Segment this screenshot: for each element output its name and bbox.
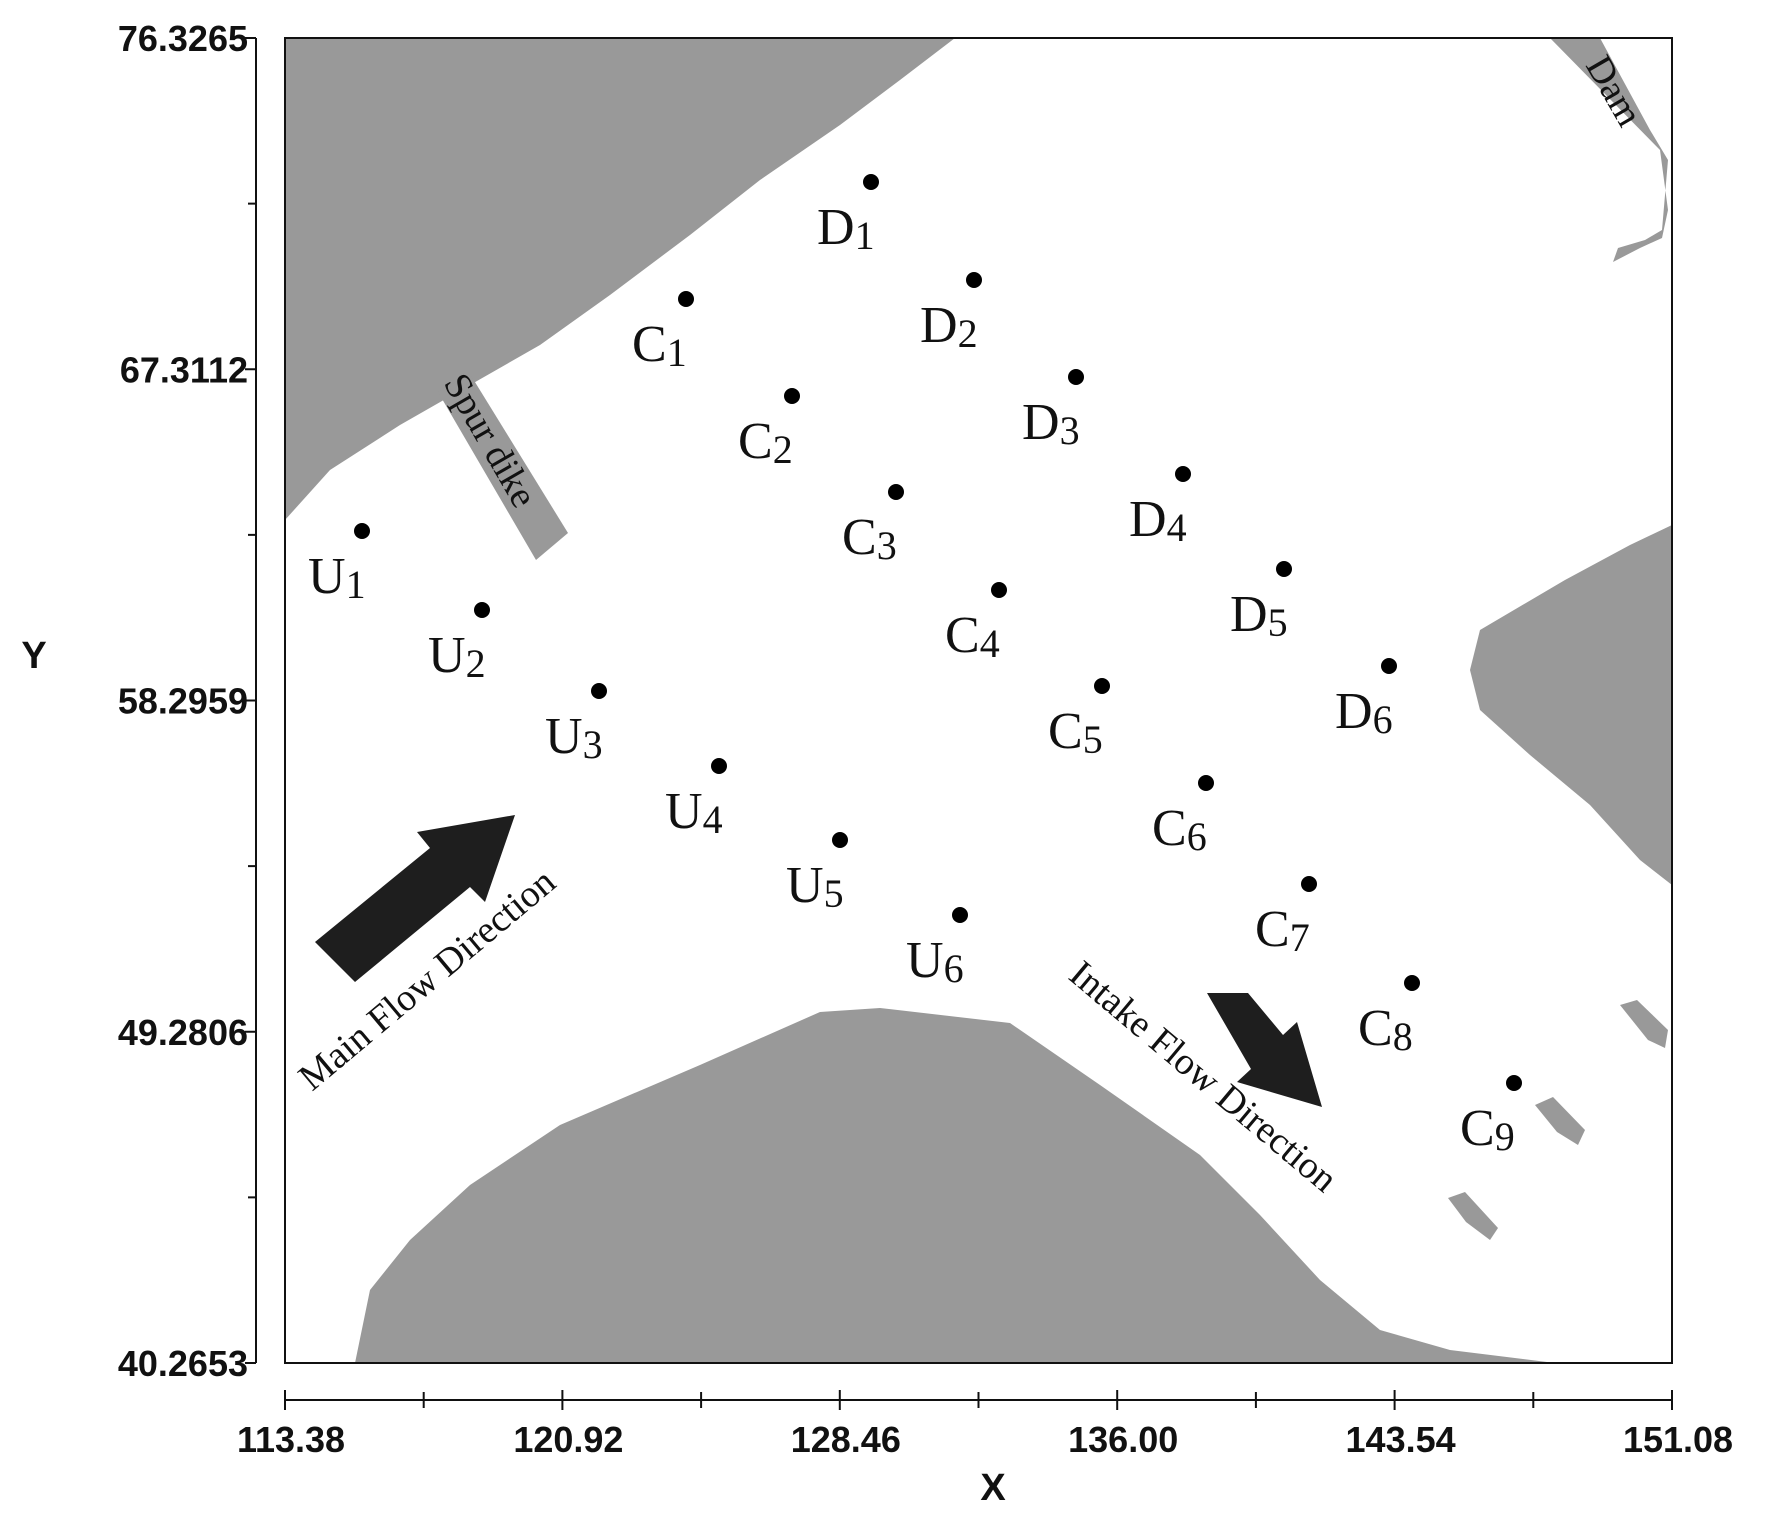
y-axis: 76.3265 67.3112 58.2959 49.2806 40.2653 Y xyxy=(21,18,257,1384)
station-d5: D5 xyxy=(1230,561,1292,645)
station-c5: C5 xyxy=(1048,678,1110,762)
x-tick-label: 120.92 xyxy=(513,1419,623,1460)
station-marker xyxy=(888,484,904,500)
station-label: D1 xyxy=(817,199,875,258)
station-label: D2 xyxy=(920,297,978,356)
station-label: C7 xyxy=(1255,901,1310,960)
station-label: C9 xyxy=(1460,1100,1515,1159)
x-tick-label: 143.54 xyxy=(1346,1419,1456,1460)
station-marker xyxy=(711,758,727,774)
station-marker xyxy=(678,291,694,307)
main-flow-arrow xyxy=(315,815,515,982)
station-d4: D4 xyxy=(1129,466,1191,550)
station-marker xyxy=(1094,678,1110,694)
station-label: U1 xyxy=(308,548,366,607)
station-label: D5 xyxy=(1230,586,1288,645)
station-d6: D6 xyxy=(1335,658,1397,742)
station-label: C2 xyxy=(738,413,793,472)
islet-3 xyxy=(1448,1192,1498,1240)
y-axis-title: Y xyxy=(21,635,46,677)
station-u6: U6 xyxy=(906,907,968,991)
station-d2: D2 xyxy=(920,272,982,356)
station-d1: D1 xyxy=(817,174,879,258)
islet-1 xyxy=(1620,1000,1668,1048)
station-u1: U1 xyxy=(308,523,370,607)
station-label: C3 xyxy=(842,509,897,568)
station-c7: C7 xyxy=(1255,876,1317,960)
land-south-bank xyxy=(355,1008,1555,1363)
station-marker xyxy=(952,907,968,923)
station-marker xyxy=(1276,561,1292,577)
station-label: U5 xyxy=(786,857,844,916)
station-u4: U4 xyxy=(665,758,727,842)
station-d3: D3 xyxy=(1022,369,1084,453)
islet-2 xyxy=(1535,1097,1585,1145)
station-c3: C3 xyxy=(842,484,904,568)
x-axis: 113.38 120.92 128.46 136.00 143.54 151.08 X xyxy=(237,1390,1733,1509)
x-axis-title: X xyxy=(980,1467,1006,1509)
station-label: U4 xyxy=(665,783,723,842)
y-tick-label: 76.3265 xyxy=(118,18,248,59)
station-marker xyxy=(832,832,848,848)
station-label: C4 xyxy=(945,607,1000,666)
x-tick-label: 113.38 xyxy=(237,1419,345,1460)
station-label: C5 xyxy=(1048,703,1103,762)
station-c2: C2 xyxy=(738,388,800,472)
station-label: C6 xyxy=(1152,800,1207,859)
station-label: U6 xyxy=(906,932,964,991)
land-north-bank xyxy=(285,38,955,520)
station-label: C1 xyxy=(632,316,687,375)
spur-dike xyxy=(438,374,568,560)
y-tick-label: 40.2653 xyxy=(118,1343,248,1384)
station-marker xyxy=(991,582,1007,598)
station-marker xyxy=(966,272,982,288)
station-marker xyxy=(1404,975,1420,991)
station-marker xyxy=(1506,1075,1522,1091)
y-tick-label: 58.2959 xyxy=(118,681,248,722)
x-tick-label: 136.00 xyxy=(1068,1419,1178,1460)
station-c9: C9 xyxy=(1460,1075,1522,1159)
station-c6: C6 xyxy=(1152,775,1214,859)
station-u5: U5 xyxy=(786,832,848,916)
intake-flow-arrow xyxy=(1207,993,1322,1107)
station-label: U2 xyxy=(428,627,486,686)
land-masses xyxy=(285,38,1672,1363)
station-u3: U3 xyxy=(545,683,607,767)
station-label: D4 xyxy=(1129,491,1187,550)
station-marker xyxy=(784,388,800,404)
station-marker xyxy=(863,174,879,190)
station-label: D6 xyxy=(1335,683,1393,742)
station-marker xyxy=(591,683,607,699)
station-marker xyxy=(1198,775,1214,791)
station-c4: C4 xyxy=(945,582,1007,666)
x-tick-label: 151.08 xyxy=(1623,1419,1733,1460)
station-marker xyxy=(354,523,370,539)
station-c1: C1 xyxy=(632,291,694,375)
plot-frame xyxy=(284,37,1673,1364)
x-tick-label: 128.46 xyxy=(791,1419,901,1460)
station-label: D3 xyxy=(1022,394,1080,453)
station-label: C8 xyxy=(1358,1000,1413,1059)
station-marker xyxy=(474,602,490,618)
y-tick-label: 67.3112 xyxy=(120,349,248,390)
station-marker xyxy=(1175,466,1191,482)
station-label: U3 xyxy=(545,708,603,767)
station-marker xyxy=(1068,369,1084,385)
station-marker xyxy=(1301,876,1317,892)
station-c8: C8 xyxy=(1358,975,1420,1059)
station-u2: U2 xyxy=(428,602,490,686)
dam xyxy=(1550,38,1668,262)
station-marker xyxy=(1381,658,1397,674)
y-tick-label: 49.2806 xyxy=(118,1012,248,1053)
land-east-bank xyxy=(1470,525,1672,885)
